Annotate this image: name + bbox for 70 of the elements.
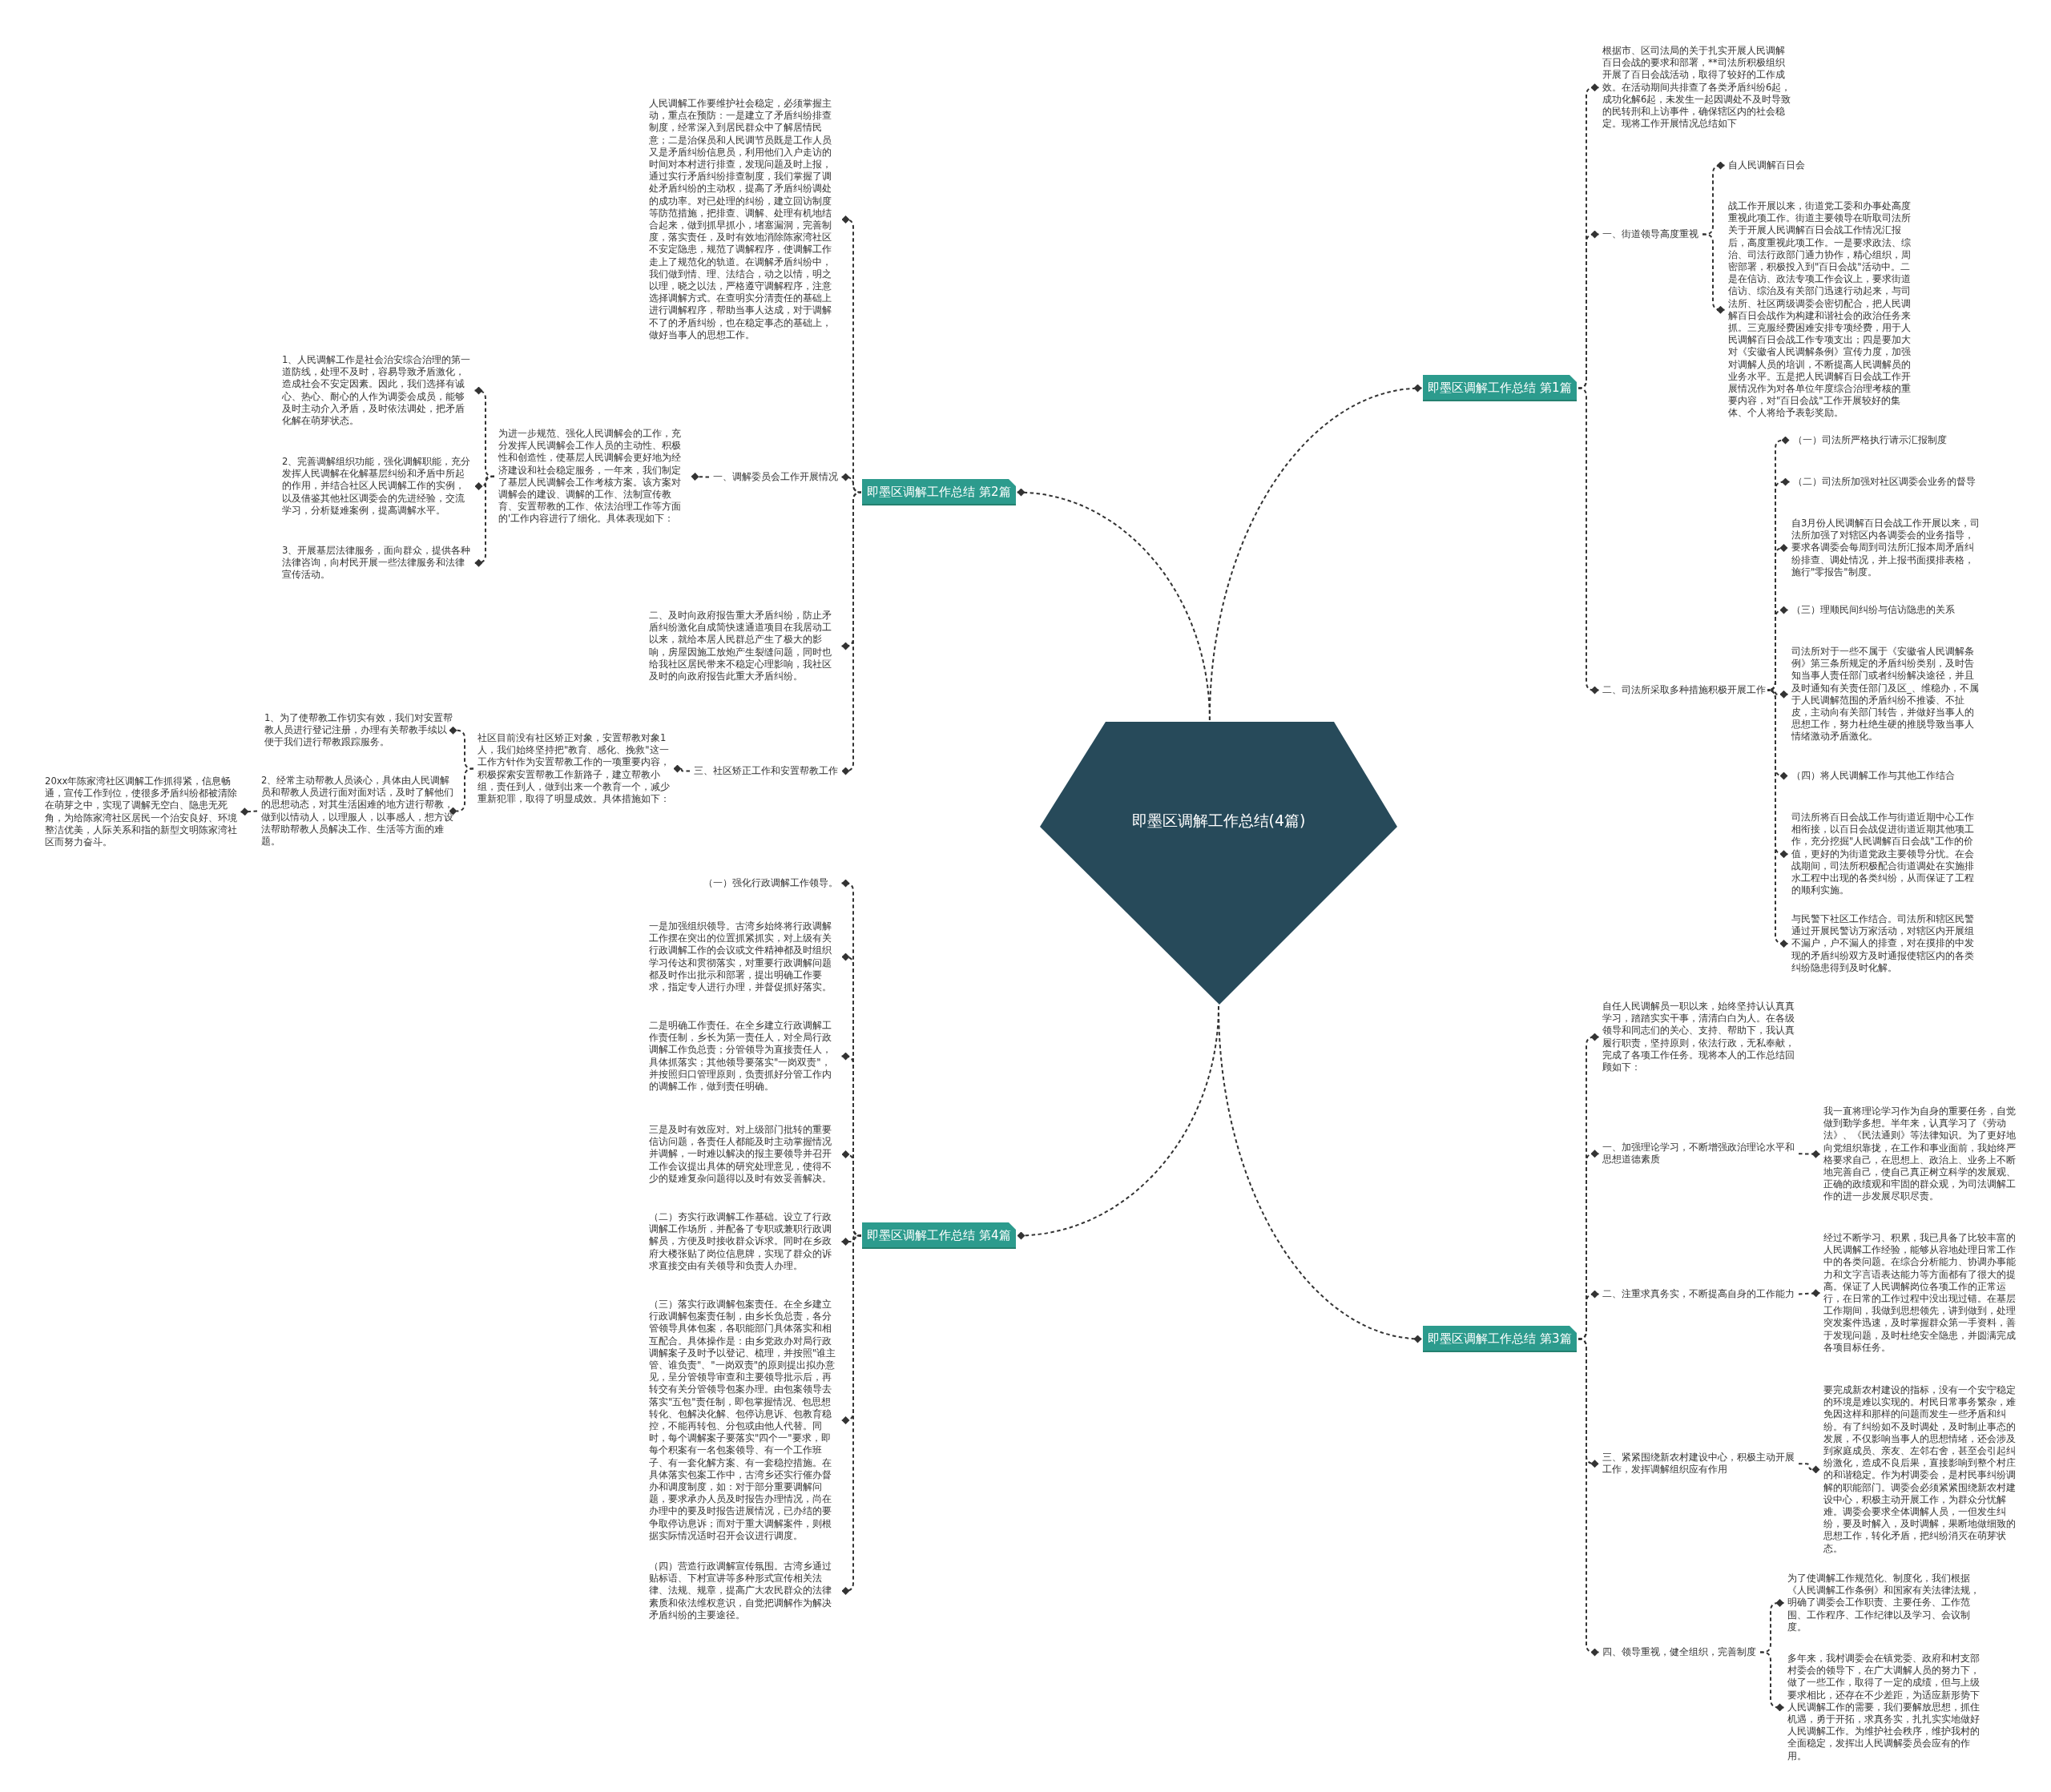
paragraph: 多年来，我村调委会在镇党委、政府和村支部村委会的领导下，在广大调解人员的努力下，做了一些工作，取得了一定的成绩，但与上级要求相比，还存在不少差距，为适应新形势下人民调解工作的需要，我们要解放思想，抓住机遇，勇于开拓，求真务实，扎扎实实地做好人民调解工作。为维护社会秩序，维护我村的全面稳定，发挥出人民调解委员会应有的作用。 — [1785, 1653, 1982, 1762]
connector — [1798, 1289, 1821, 1298]
paragraph: 三是及时有效应对。对上级部门批转的重要信访问题，各责任人都能及时主动掌握情况并调解，一时难以解决的报主要领导并召开工作会议提出具体的研究处理意见，使得不少的疑难复杂问题得以及时有效妥善解决。 — [647, 1124, 840, 1185]
paragraph: 2、完善调解组织功能，强化调解职能，充分发挥人民调解在化解基层纠纷和矛盾中所起的作用，并结合社区人民调解工作的实例，以及借鉴其他社区调委会的先进经验，交流学习，分析疑难案例，提高调解水平。 — [280, 456, 473, 517]
paragraph: 与民警下社区工作结合。司法所和辖区民警通过开展民警访万家活动，对辖区内开展组不漏户，户不漏人的排查，对在摸排的中发现的矛盾纠纷双方及时通报使辖区内的各类纠纷隐患得到及时化解。 — [1789, 913, 1983, 974]
paragraph: 要完成新农村建设的指标，没有一个安宁稳定的环境是难以实现的。村民日常事务繁杂，难免因这样和那样的问题而发生一些矛盾和纠纷。有了纠纷如不及时调处，及时制止事态的发展，不仅影响当事人的思想情绪，还会涉及到家庭成员、亲友、左邻右舍，甚至会引起纠纷激化，造成不良后果，直接影响到整个村庄的和谐稳定。作为村调委会，是村民事纠纷调解的职能部门。调委会必须紧紧围绕新农村建设中心，积极主动开展工作，为群众分忧解难。调委会要求全体调解人员，一但发生纠纷，要及时解入，及时调解，果断地做细致的思想工作，转化矛盾，把纠纷消灭在萌芽状态。 — [1821, 1384, 2018, 1555]
connector — [1578, 230, 1600, 389]
branch-tag: 即墨区调解工作总结 第3篇 — [1423, 1326, 1577, 1352]
paragraph: 2、经常主动帮教人员谈心，具体由人民调解员和帮教人员进行面对面对话，及时了解他们的思想动态，对其生活困难的地方进行帮教，做到以情动人，以理服人，以事感人，想方设法帮助帮教人员解决工作、生活等方面的难题。 — [259, 775, 456, 848]
paragraph: 1、为了使帮教工作切实有效，我们对安置帮教人员进行登记注册，办理有关帮教手续以便于我们进行帮教跟踪服务。 — [262, 712, 456, 749]
branch-heading: 自人民调解百日会 — [1726, 159, 1807, 172]
paragraph: 司法所将百日会战工作与街道近期中心工作相衔接，以百日会战促进街道近期其他项工作，充分挖掘"人民调解百日会战"工作的价值，更好的为街道党政主要领导分忧。在会战期间，司法所积极配合街道调处在实施排水工程中出现的各类纠纷，从而保证了工程的顺利实施。 — [1789, 811, 1983, 897]
branch-tag: 即墨区调解工作总结 第1篇 — [1423, 375, 1577, 401]
branch-heading: （一）司法所严格执行请示汇报制度 — [1791, 434, 1949, 447]
paragraph: 司法所对于一些不属于《安徽省人民调解条例》第三条所规定的矛盾纠纷类别，及时告知当事人责任部门或者纠纷解决途径，并且及时通知有关责任部门及区_、维稳办，不属于人民调解范围的矛盾纠纷不推诿、不扯皮，主动向有关部门转告，并做好当事人的思想工作，努力杜绝生硬的推脱导致当事人情绪激动矛盾激化。 — [1789, 646, 1983, 743]
connector — [240, 807, 258, 816]
branch-heading: （三）理顺民间纠纷与信访隐患的关系 — [1789, 604, 1957, 617]
paragraph: 根据市、区司法局的关于扎实开展人民调解百日会战的要求和部署，**司法所积极组织开展了百日会战活动，取得了较好的工作成效。在活动期间共排查了各类矛盾纠纷6起，成功化解6起，未发生一起因调处不及时导致的民转刑和上访事件，确保辖区内的社会稳定。现将工作开展情况总结如下 — [1600, 45, 1794, 131]
connector — [840, 215, 862, 493]
connector — [1759, 1651, 1785, 1712]
connector — [1578, 387, 1600, 695]
branch-heading: （一）强化行政调解工作领导。 — [701, 877, 840, 890]
connector — [672, 764, 691, 773]
connector — [1016, 488, 1211, 721]
connector — [449, 767, 474, 815]
paragraph: 二、及时向政府报告重大矛盾纠纷，防止矛盾纠纷激化自成简快速通道项目在我居动工以来，就给本居人民群总产生了极大的影响，房屋因施工放炮产生裂缝问题，同时也给我社区居民带来不稳定心理影响，我社区及时的向政府报告此重大矛盾纠纷。 — [647, 610, 840, 683]
branch-heading: 一、加强理论学习，不断增强政治理论水平和思想道德素质 — [1600, 1142, 1797, 1166]
paragraph: （三）落实行政调解包案责任。在全乡建立行政调解包案责任制，由乡长负总责，各分管领导具体包案，各职能部门具体落实和相互配合。具体操作是：由乡党政办对局行政调解案子及时予以登记、梳理，并按照"谁主管、谁负责"、"一岗双责"的原则提出拟办意见，呈分管领导审查和主要领导批示后，再转交有关分管领导包案办理。由包案领导去落实"五包"责任制，即包掌握情况、包思想转化、包解决化解、包停访息诉、包教育稳控，不能再转包、分包或由他人代替。同时，每个调解案子要落实"四个一"要求，即每个积案有一名包案领导、有一个工作班子、有一套化解方案、有一套稳控措施。在具体落实包案工作中，古湾乡还实行催办督办和调度制度，如：对于部分重要调解问题，要求承办人员及时报告办理情况，尚在办理中的要及时报告进展情况，已办结的要争取停访息诉；而对于重大调解案件，则根据实际情况适时召开会议进行调度。 — [647, 1299, 840, 1543]
branch-heading: （二）司法所加强对社区调委会业务的督导 — [1791, 476, 1978, 489]
branch-heading: 二、司法所采取多种措施积极开展工作 — [1600, 684, 1768, 697]
connector — [1702, 233, 1726, 314]
paragraph: 经过不断学习、积累，我已具备了比较丰富的人民调解工作经验，能够从容地处理日常工作中的各类问题。在综合分析能力、协调办事能力和文字言语表达能力等方面都有了很大的提高。保证了人民调解岗位各项工作的正常运行，在日常的工作过程中没出现过错。在基层工作期间，我做到思想领先，讲到做到，处理突发案件迅速，及时掌握群众第一手资料，善于发现问题，及时杜绝安全隐患，并圆满完成各项目标任务。 — [1821, 1232, 2018, 1355]
paragraph: 3、开展基层法律服务，面向群众，提供各种法律咨询，向村民开展一些法律服务和法律宣传活动。 — [280, 545, 473, 582]
connector — [690, 473, 710, 481]
connector — [840, 491, 862, 775]
connector — [1798, 1463, 1821, 1474]
paragraph: 自任人民调解员一职以来，始终坚持认认真真学习，踏踏实实干事，清清白白为人。在各级领导和同志们的关心、支持、帮助下，我认真履行职责，坚持原则，依法行政，无私奉献，完成了各项工作任务。现将本人的工作总结回顾如下： — [1600, 1001, 1797, 1074]
branch-heading: 一、调解委员会工作开展情况 — [711, 471, 840, 484]
paragraph: 我一直将理论学习作为自身的重要任务，自觉做到勤学多想。半年来，认真学习了《劳动法》、《民法通则》等法律知识。为了更好地向党组织靠拢，在工作和事业面前，我始终严格要求自己，在思想上、政治上、业务上不断地完善自己，使自己真正树立科学的发展观、正确的政绩观和牢固的群众观，为司法调解工作的进一步发展尽职尽责。 — [1821, 1105, 2018, 1203]
connector — [840, 1234, 862, 1595]
connector — [1578, 1290, 1600, 1340]
connector — [473, 475, 495, 567]
paragraph: 自3月份人民调解百日会战工作开展以来，司法所加强了对辖区内各调委会的业务指导，要求各调委会每周到司法所汇报本周矛盾纠纷排查、调处情况，并上报书面摸排表格，施行"零报告"制度。 — [1789, 517, 1983, 578]
connector — [840, 473, 862, 493]
paragraph: 为了使调解工作规范化、制度化，我们根据《人民调解工作条例》和国家有关法律法规，明确了调委会工作职责、主要任务、工作范围、工作程序、工作纪律以及学习、会议制度。 — [1785, 1573, 1982, 1633]
paragraph: 社区目前没有社区矫正对象，安置帮教对象1人，我们始终坚持把"教育、感化、挽救"这一工作方针作为安置帮教工作的一项重要内容，积极探索安置帮教工作新路子，建立帮教小组，责任到人，做到出来一个教育一个，减少重新犯罪，取得了明显成效。具体措施如下： — [475, 732, 672, 806]
branch-tag: 即墨区调解工作总结 第4篇 — [862, 1222, 1016, 1249]
connector — [1767, 689, 1789, 948]
paragraph: 20xx年陈家湾社区调解工作抓得紧，信息畅通，宣传工作到位，使很多矛盾纠纷都被清除在萌芽之中，实现了调解无空白、隐患无死角，为给陈家湾社区居民一个治安良好、环境整洁优美，人际关系和指的新型文明陈家湾社区而努力奋斗。 — [42, 775, 240, 849]
branch-heading: 三、紧紧围绕新农村建设中心，积极主动开展工作，发挥调解组织应有作用 — [1600, 1452, 1797, 1476]
branch-heading: 三、社区矫正工作和安置帮教工作 — [691, 765, 840, 778]
central-topic: 即墨区调解工作总结(4篇) — [1040, 722, 1397, 1005]
connector — [1578, 1338, 1600, 1657]
branch-heading: 二、注重求真务实，不断提高自身的工作能力 — [1600, 1288, 1797, 1301]
paragraph: （四）营造行政调解宣传氛围。古湾乡通过贴标语、下村宣讲等多种形式宣传相关法律、法规、规章，提高广大农民群众的法律素质和依法维权意识，自觉把调解作为解决矛盾纠纷的主要途径。 — [647, 1560, 840, 1621]
connector — [840, 1150, 862, 1237]
paragraph: 1、人民调解工作是社会治安综合治理的第一道防线，处理不及时，容易导致矛盾激化，造成社会不安定因素。因此，我们选择有诚心、热心、耐心的人作为调委会成员，能够及时主动介入矛盾，及时依法调处，把矛盾化解在萌芽状态。 — [280, 354, 473, 428]
paragraph: 二是明确工作责任。在全乡建立行政调解工作责任制，乡长为第一责任人，对全局行政调解工作负总责；分管领导为直接责任人，具体抓落实；其他领导要落实"一岗双责"，并按照归口管理原则，负责抓好分管工作内的调解工作，做到责任明确。 — [647, 1020, 840, 1093]
branch-heading: 一、街道领导高度重视 — [1600, 228, 1701, 241]
paragraph: （二）夯实行政调解工作基础。设立了行政调解工作场所，并配备了专职或兼职行政调解员，方便及时接收群众诉求。同时在乡政府大楼张贴了岗位信息牌，实现了群众的诉求直接交由有关领导和负责人办理。 — [647, 1211, 840, 1272]
paragraph: 战工作开展以来，街道党工委和办事处高度重视此项工作。街道主要领导在听取司法所关于开展人民调解百日会战工作情况汇报后，高度重视此项工作。一是要求政法、综治、司法行政部门通力协作，精心组织，周密部署，积极投入到"百日会战"活动中。二是在信访、政法专项工作会议上，要求街道信访、综治及有关部门迅速行动起来，与司法所、社区两级调委会密切配合，把人民调解百日会战作为构建和谐社会的政治任务来抓。三克服经费困难安排专项经费，用于人民调解百日会战工作专项支出；四是要加大对《安徽省人民调解条例》宣传力度，加强对调解人员的培训，不断提高人民调解员的业务水平。五是把人民调解百日会战工作开展情况作为对各单位年度综合治理考核的重要内容，对"百日会战"工作开展较好的集体、个人将给予表彰奖励。 — [1726, 200, 1920, 420]
branch-tag: 即墨区调解工作总结 第2篇 — [862, 479, 1016, 505]
paragraph: 一是加强组织领导。古湾乡始终将行政调解工作摆在突出的位置抓紧抓实，对上级有关行政调解工作的会议或文件精神都及时组织学习传达和贯彻落实，对重要行政调解问题都及时作出批示和部署，提出明确工作要求，指定专人进行办理，并督促抓好落实。 — [647, 920, 840, 994]
paragraph: 人民调解工作要维护社会稳定，必须掌握主动，重点在预防：一是建立了矛盾纠纷排查制度，经常深入到居民群众中了解居情民意；二是治保员和人民调节员既是工作人员又是矛盾纠纷信息员，利用他们入户走访的时间对本村进行排查，发现问题及时上报，通过实行矛盾纠纷排查制度，我们掌握了调处矛盾纠纷的主动权，提高了矛盾纠纷调处的成功率。对已处理的纠纷，建立回访制度等防范措施，把排查、调解、处理有机地结合起来，做到抓早抓小，堵塞漏洞，完善制度，落实责任，及时有效地消除陈家湾社区不安定隐患，规范了调解程序，使调解工作走上了规范化的轨道。在调解矛盾纠纷中，我们做到情、理、法结合，动之以情，明之以理，晓之以法，严格遵守调解程序，注意选择调解方式。在查明实分清责任的基础上进行调解程序，帮助当事人达成，对于调解不了的矛盾纠纷，也在稳定事态的基础上，做好当事人的思想工作。 — [647, 98, 840, 342]
connector — [1769, 689, 1789, 699]
connector — [840, 1234, 861, 1246]
connector — [1798, 1150, 1821, 1158]
branch-heading: 四、领导重视，健全组织，完善制度 — [1600, 1646, 1759, 1659]
branch-heading: （四）将人民调解工作与其他工作结合 — [1789, 770, 1957, 783]
paragraph: 为进一步规范、强化人民调解会的工作，充分发挥人民调解会工作人员的主动性、积极性和创造性，使基层人民调解会更好地为经济建设和社会稳定服务，一年来，我们制定了基层人民调解会工作考核方案。该方案对调解会的建设、调解的工作、法制宣传教育、安置帮教的工作、依法治理工作等方面的'工作内容进行了细化。具体表现如下： — [496, 428, 690, 526]
